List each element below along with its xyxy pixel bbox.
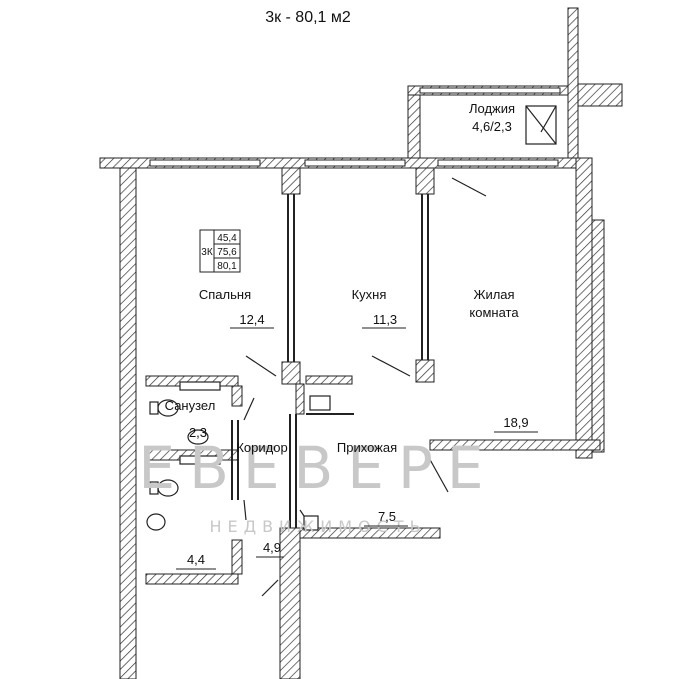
bedroom-area: 12,4: [239, 312, 264, 327]
area-badge: 3К 45,4 75,6 80,1: [199, 229, 241, 273]
plan-title: 3к - 80,1 м2: [265, 9, 351, 26]
watermark-sub: НЕДВИЖИМОСТЬ: [209, 517, 426, 536]
badge-code: 3К: [201, 247, 213, 258]
bathroom-name: Санузел: [165, 398, 216, 413]
kitchen-area: 11,3: [373, 312, 397, 327]
fixtures: [146, 105, 557, 531]
hall-area: 7,5: [378, 509, 396, 524]
loggia-area: 4,6/2,3: [472, 119, 512, 134]
badge-value-1: 45,4: [217, 233, 237, 244]
bedroom-name: Спальня: [199, 287, 251, 302]
kitchen-name: Кухня: [352, 287, 387, 302]
living-name-line-2: комната: [469, 305, 519, 320]
living-area: 18,9: [503, 415, 528, 430]
wc-area: 4,4: [187, 552, 205, 567]
interior-walls: [231, 194, 429, 528]
badge-value-2: 75,6: [217, 247, 237, 258]
living-name-line-1: Жилая: [473, 287, 514, 302]
corridor-name: Коридор: [236, 440, 287, 455]
watermark: ЕВЕВЕРЕ НЕДВИЖИМОСТЬ: [138, 434, 497, 536]
badge-value-3: 80,1: [217, 261, 237, 272]
room-labels: Спальня 12,4 Кухня 11,3 Жилая комната 18…: [165, 101, 538, 570]
windows: [149, 87, 561, 167]
corridor-area: 4,9: [263, 540, 281, 555]
hall-name: Прихожая: [337, 440, 397, 455]
bathroom-area: 2,3: [189, 425, 207, 440]
loggia-name: Лоджия: [469, 101, 515, 116]
watermark-main: ЕВЕВЕРЕ: [138, 434, 497, 502]
